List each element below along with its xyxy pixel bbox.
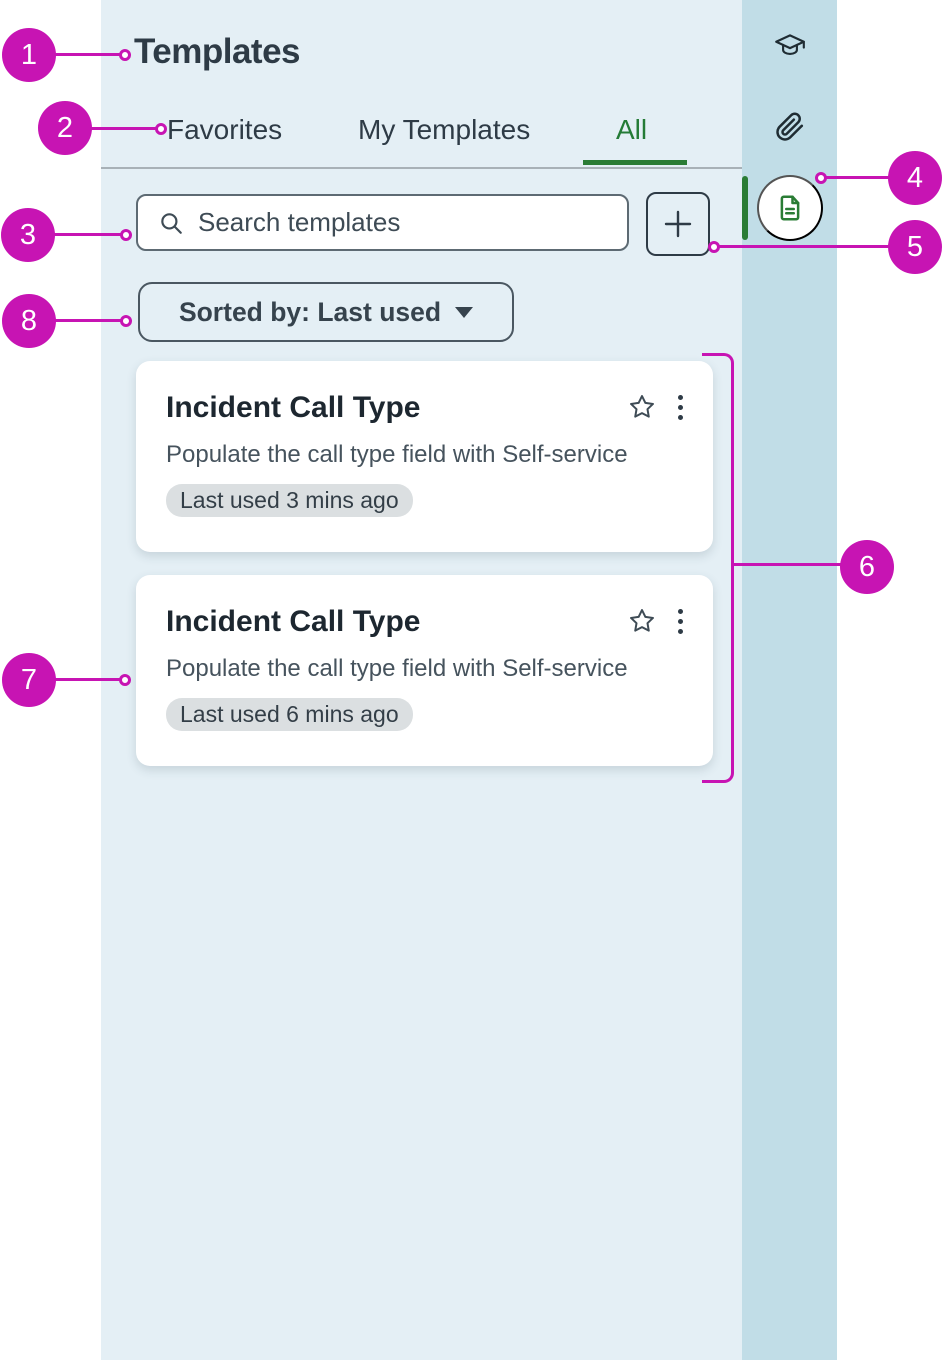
callout-line-3	[53, 233, 121, 236]
callout-anchor-ring-1	[119, 49, 131, 61]
document-icon	[780, 195, 800, 221]
callout-anchor-ring-2	[155, 123, 167, 135]
callout-badge-4: 4	[888, 151, 942, 205]
learning-rail-button[interactable]	[773, 31, 807, 64]
add-template-button[interactable]	[646, 192, 710, 256]
caret-down-icon	[455, 306, 474, 318]
graduation-cap-icon	[775, 34, 805, 56]
callout-line-8	[54, 319, 122, 322]
callout-badge-7: 7	[2, 653, 56, 707]
callout-badge-6: 6	[840, 540, 894, 594]
kebab-menu-button[interactable]	[678, 608, 683, 634]
kebab-menu-button[interactable]	[678, 394, 683, 420]
tab-all[interactable]: All	[616, 114, 648, 145]
callout-line-1	[54, 53, 120, 56]
callout-anchor-ring-5	[708, 241, 720, 253]
paperclip-icon	[776, 112, 804, 141]
callout-anchor-ring-4	[815, 172, 827, 184]
tab-favorites[interactable]: Favorites	[167, 114, 283, 145]
active-tab-underline	[583, 160, 687, 165]
callout-line-4	[826, 176, 890, 179]
callout-line-7	[54, 678, 120, 681]
callout-anchor-ring-3	[120, 229, 132, 241]
callout-line-5	[719, 245, 890, 248]
callout-badge-3: 3	[1, 208, 55, 262]
template-card-description: Populate the call type field with Self-s…	[166, 441, 628, 468]
callout-line-6	[731, 563, 843, 566]
callout-badge-8: 8	[2, 294, 56, 348]
tab-my-templates[interactable]: My Templates	[358, 114, 531, 145]
callout-anchor-ring-7	[119, 674, 131, 686]
tabs-divider	[101, 167, 742, 169]
template-card-title: Incident Call Type	[166, 605, 421, 638]
template-card-title: Incident Call Type	[166, 391, 421, 424]
last-used-badge: Last used 6 mins ago	[166, 698, 413, 731]
favorite-star-button[interactable]	[628, 607, 656, 635]
template-card[interactable]: Incident Call Type Populate the call typ…	[136, 575, 713, 766]
kebab-menu-icon	[678, 394, 683, 400]
favorite-star-button[interactable]	[628, 393, 656, 421]
kebab-menu-icon	[678, 608, 683, 614]
search-input[interactable]	[196, 206, 613, 239]
callout-badge-1: 1	[2, 28, 56, 82]
callout-badge-2: 2	[38, 101, 92, 155]
sort-label: Sorted by: Last used	[178, 296, 442, 327]
last-used-badge: Last used 3 mins ago	[166, 484, 413, 517]
search-box[interactable]	[136, 194, 629, 251]
star-icon	[630, 609, 654, 632]
template-card-description: Populate the call type field with Self-s…	[166, 655, 628, 682]
callout-badge-5: 5	[888, 220, 942, 274]
attachments-rail-button[interactable]	[775, 111, 805, 146]
search-icon	[161, 212, 182, 234]
templates-rail-button[interactable]	[757, 175, 823, 241]
plus-icon	[664, 210, 692, 238]
callout-line-2	[90, 127, 156, 130]
callout-bracket-6	[702, 353, 734, 783]
page-title: Templates	[134, 32, 301, 71]
active-rail-indicator	[742, 176, 748, 240]
template-card[interactable]: Incident Call Type Populate the call typ…	[136, 361, 713, 552]
sort-dropdown-button[interactable]: Sorted by: Last used	[138, 282, 514, 342]
star-icon	[630, 395, 654, 418]
callout-anchor-ring-8	[120, 315, 132, 327]
